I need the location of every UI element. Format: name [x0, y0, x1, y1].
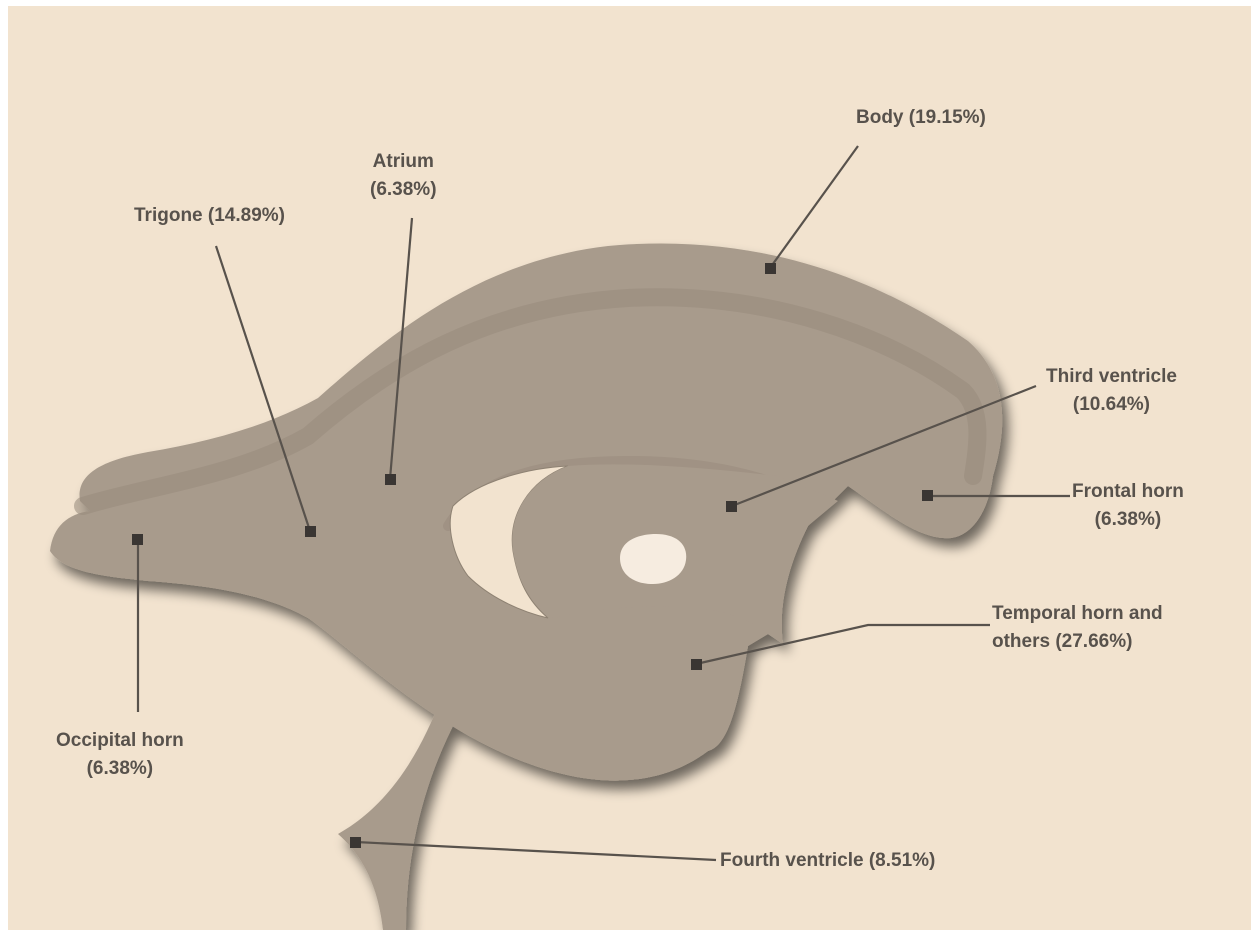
label-fourth-ventricle: Fourth ventricle (8.51%)	[720, 847, 935, 875]
fourth-ventricle-shape	[338, 706, 453, 930]
marker-fourth-ventricle	[350, 837, 361, 848]
label-fourth-ventricle-line1: Fourth ventricle (8.51%)	[720, 847, 935, 875]
label-third-ventricle-line1: Third ventricle	[1046, 363, 1177, 391]
ventricle-illustration	[8, 6, 1251, 930]
label-trigone: Trigone (14.89%)	[134, 202, 285, 230]
marker-body	[765, 263, 776, 274]
label-body-line1: Body (19.15%)	[856, 104, 986, 132]
marker-trigone	[305, 526, 316, 537]
label-frontal-horn-line2: (6.38%)	[1072, 506, 1184, 534]
label-occipital-horn: Occipital horn (6.38%)	[56, 727, 184, 783]
label-body: Body (19.15%)	[856, 104, 986, 132]
label-temporal-horn-line1: Temporal horn and	[992, 600, 1163, 628]
marker-frontal-horn	[922, 490, 933, 501]
label-frontal-horn-line1: Frontal horn	[1072, 478, 1184, 506]
marker-third-ventricle	[726, 501, 737, 512]
label-temporal-horn-line2: others (27.66%)	[992, 628, 1163, 656]
label-trigone-line1: Trigone (14.89%)	[134, 202, 285, 230]
leader-line-body	[770, 146, 858, 268]
marker-occipital-horn	[132, 534, 143, 545]
label-frontal-horn: Frontal horn (6.38%)	[1072, 478, 1184, 534]
label-atrium: Atrium (6.38%)	[370, 148, 437, 204]
label-third-ventricle: Third ventricle (10.64%)	[1046, 363, 1177, 419]
label-atrium-line1: Atrium	[370, 148, 437, 176]
diagram-canvas: Body (19.15%) Atrium (6.38%) Trigone (14…	[8, 6, 1251, 930]
label-occipital-horn-line1: Occipital horn	[56, 727, 184, 755]
label-occipital-horn-line2: (6.38%)	[56, 755, 184, 783]
marker-atrium	[385, 474, 396, 485]
marker-temporal-horn	[691, 659, 702, 670]
label-atrium-line2: (6.38%)	[370, 176, 437, 204]
label-temporal-horn: Temporal horn and others (27.66%)	[992, 600, 1163, 656]
label-third-ventricle-line2: (10.64%)	[1046, 391, 1177, 419]
